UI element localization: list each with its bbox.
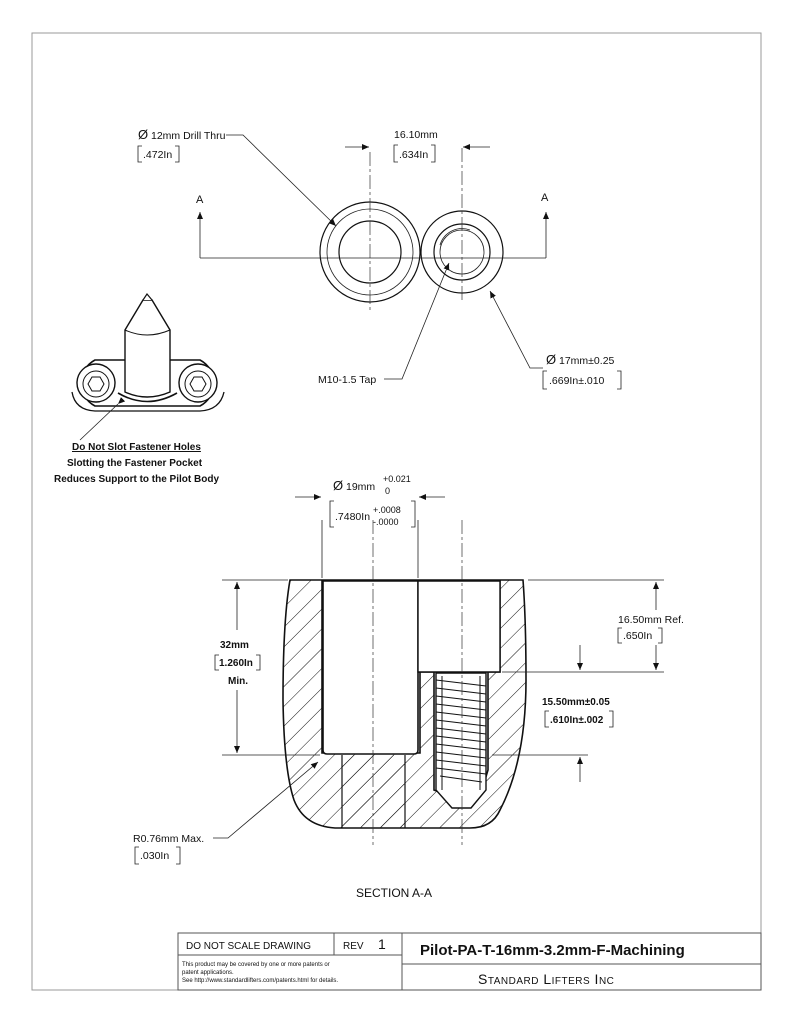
title-block: DO NOT SCALE DRAWING REV 1 This product … (177, 932, 762, 991)
bore-cavity (322, 580, 419, 755)
depth-in-bracket (214, 654, 261, 671)
radius-in-label: .030In (140, 850, 169, 862)
hex-socket-right (189, 376, 207, 392)
drill-inch-bracket (137, 145, 180, 163)
bore-in-label: .7480In (335, 511, 370, 523)
pilot-tip (142, 292, 153, 301)
spacing-mm-label: 16.10mm (394, 129, 438, 141)
pilot-shoulder (124, 329, 171, 336)
tap-label: M10-1.5 Tap (318, 374, 376, 386)
depth-mm-label: 32mm (220, 640, 249, 651)
drill-leader (226, 134, 337, 227)
thread-in-label: .610In±.002 (550, 715, 604, 726)
diameter-symbol: Ø (138, 127, 148, 142)
radius-leader (213, 761, 319, 839)
depth-note: Min. (228, 676, 248, 687)
ref-in-bracket (617, 627, 663, 644)
pilot-body (124, 299, 171, 398)
od-diameter-symbol: Ø (546, 352, 556, 367)
radius-mm-label: R0.76mm Max. (133, 833, 204, 845)
part-name: Pilot-PA-T-16mm-3.2mm-F-Machining (420, 942, 685, 959)
section-title: SECTION A-A (356, 886, 432, 900)
thread-teeth (435, 676, 487, 790)
bore-in-tol-lower: -.0000 (373, 517, 399, 527)
fastener-hole-left-inner (82, 370, 110, 398)
thread-in-bracket (544, 710, 614, 728)
section-view: Ø 19mm +0.021 0 .7480In +.0008 -.0000 32… (133, 474, 684, 900)
pilot-isometric (71, 292, 225, 441)
patent-line-1: This product may be covered by one or mo… (182, 962, 330, 968)
fastener-note: Do Not Slot Fastener Holes Slotting the … (54, 442, 219, 485)
bore-in-bracket (329, 500, 416, 528)
flange-thickness (71, 391, 225, 412)
od-leader (489, 290, 543, 369)
bore-tol-upper: +0.021 (383, 474, 411, 484)
spacing-in-bracket (393, 144, 436, 163)
radius-in-bracket (134, 846, 181, 865)
bore-mm-label: 19mm (346, 481, 375, 493)
tap-leader (384, 262, 450, 380)
lower-drill-pass (342, 755, 405, 828)
fastener-hole-right-inner (184, 370, 212, 398)
pilot-base-ring (117, 392, 178, 403)
od-inch-bracket (542, 370, 622, 390)
hex-socket-left (87, 376, 105, 392)
rev-value: 1 (378, 936, 386, 952)
bore-in-tol-upper: +.0008 (373, 505, 401, 515)
title-block-frame (177, 932, 762, 991)
threaded-hole (435, 672, 487, 809)
rev-label: REV (343, 941, 364, 952)
spacing-in-label: .634In (399, 149, 428, 161)
bore-tol-lower: 0 (385, 486, 390, 496)
note-line-3: Reduces Support to the Pilot Body (54, 474, 219, 485)
thread-mm-label: 15.50mm±0.05 (542, 697, 610, 708)
patent-line-2: patent applications. (182, 970, 234, 976)
tap-thread-arc (439, 228, 471, 246)
company-name: Standard Lifters Inc (478, 971, 614, 987)
section-mark-left: A (196, 194, 204, 206)
ref-mm-label: 16.50mm Ref. (618, 614, 684, 626)
od-inch-label: .669In±.010 (549, 375, 605, 387)
ref-in-label: .650In (623, 630, 652, 642)
note-line-1: Do Not Slot Fastener Holes (72, 442, 201, 453)
patent-line-3: See http://www.standardlifters.com/paten… (182, 978, 338, 984)
note-line-2: Slotting the Fastener Pocket (67, 458, 203, 469)
note-leader (79, 397, 126, 441)
section-mark-right: A (541, 192, 549, 204)
depth-in-label: 1.260In (219, 658, 253, 669)
plan-view: A A Ø 12mm Drill Thru .472In 16.10mm .63… (137, 127, 622, 390)
drill-inch-label: .472In (143, 149, 172, 161)
pocket-cavity (417, 580, 501, 673)
od-label: 17mm±0.25 (559, 355, 615, 367)
drill-label: 12mm Drill Thru (151, 130, 226, 142)
bore-diameter-symbol: Ø (333, 478, 343, 493)
do-not-scale: DO NOT SCALE DRAWING (186, 941, 311, 952)
